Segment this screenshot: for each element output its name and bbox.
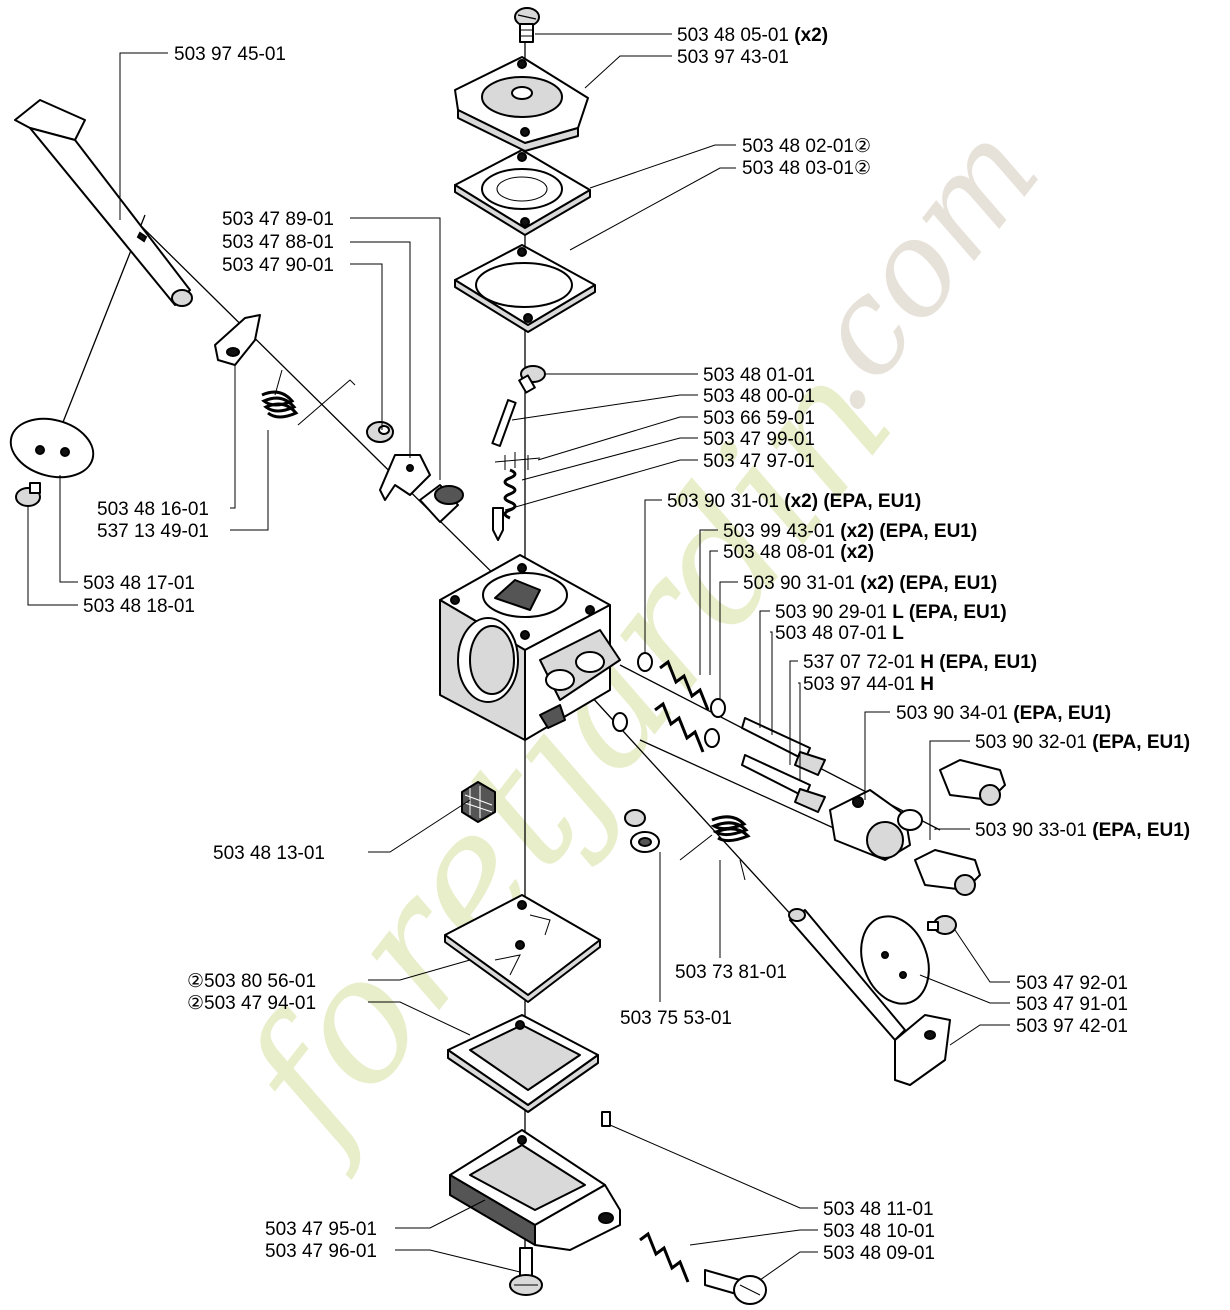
label-503-90-34-01: 503 90 34-01 (EPA, EU1) xyxy=(896,703,1111,724)
label-503-73-81-01: 503 73 81-01 xyxy=(675,962,787,983)
label-503-48-02-01: 503 48 02-01② xyxy=(742,136,871,157)
label-503-48-00-01: 503 48 00-01 xyxy=(703,386,815,407)
metering-cover xyxy=(449,1129,621,1251)
label-503-66-59-01: 503 66 59-01 xyxy=(703,408,815,429)
pump-gasket xyxy=(454,244,596,333)
label-503-97-45-01: 503 97 45-01 xyxy=(174,44,286,65)
needle-springs xyxy=(654,659,710,753)
throttle-shaft xyxy=(14,99,193,307)
label-537-13-49-01: 537 13 49-01 xyxy=(97,521,209,542)
label-503-75-53-01: 503 75 53-01 xyxy=(620,1008,732,1029)
label-503-90-31-01-b: 503 90 31-01 (x2) (EPA, EU1) xyxy=(743,573,997,594)
label-503-48-11-01: 503 48 11-01 xyxy=(823,1199,934,1220)
fuel-screen xyxy=(461,781,496,823)
label-503-48-17-01: 503 48 17-01 xyxy=(83,573,195,594)
choke-lever xyxy=(379,454,431,501)
label-503-47-96-01: 503 47 96-01 xyxy=(265,1241,377,1262)
pump-diaphragm xyxy=(454,149,591,236)
label-503-48-13-01: 503 48 13-01 xyxy=(213,843,325,864)
label-503-90-31-01-a: 503 90 31-01 (x2) (EPA, EU1) xyxy=(667,491,921,512)
label-503-48-01-01: 503 48 01-01 xyxy=(703,365,815,386)
label-503-80-56-01: ②503 80 56-01 xyxy=(187,971,316,992)
label-503-97-44-01: 503 97 44-01 H xyxy=(803,674,934,695)
part-labels: 503 48 05-01 (x2) 503 97 43-01 503 48 02… xyxy=(83,25,1190,1264)
label-503-48-05-01: 503 48 05-01 (x2) xyxy=(677,25,828,46)
metering-gasket xyxy=(444,894,601,1003)
choke-shaft xyxy=(788,908,951,1086)
label-503-47-88-01: 503 47 88-01 xyxy=(222,232,334,253)
adjusting-needles xyxy=(741,717,826,813)
parts xyxy=(9,7,1006,1305)
inlet-needle-group xyxy=(491,365,546,541)
choke-plate-screw xyxy=(927,915,957,935)
label-503-90-32-01: 503 90 32-01 (EPA, EU1) xyxy=(975,732,1190,753)
limiter-cap-body xyxy=(829,789,923,861)
choke-bushing xyxy=(419,484,464,523)
label-503-47-92-01: 503 47 92-01 xyxy=(1016,973,1128,994)
label-537-07-72-01: 537 07 72-01 H (EPA, EU1) xyxy=(803,652,1037,673)
leader-lines xyxy=(27,33,1010,1281)
throttle-plate-screw xyxy=(15,482,41,507)
cover-screw xyxy=(514,7,540,43)
label-503-47-97-01: 503 47 97-01 xyxy=(703,451,815,472)
label-503-47-91-01: 503 47 91-01 xyxy=(1016,994,1128,1015)
label-503-48-08-01: 503 48 08-01 (x2) xyxy=(723,542,874,563)
carburetor-body xyxy=(439,554,621,741)
metering-diaphragm xyxy=(447,1014,599,1113)
limiter-caps xyxy=(914,759,1006,896)
vent-plug xyxy=(601,1111,611,1127)
choke-plate xyxy=(860,915,930,1005)
label-503-48-10-01: 503 48 10-01 xyxy=(823,1221,935,1242)
choke-detent xyxy=(366,421,394,443)
label-503-47-95-01: 503 47 95-01 xyxy=(265,1219,377,1240)
label-503-97-42-01: 503 97 42-01 xyxy=(1016,1016,1128,1037)
label-503-47-99-01: 503 47 99-01 xyxy=(703,429,815,450)
label-503-47-90-01: 503 47 90-01 xyxy=(222,255,334,276)
pump-cover xyxy=(454,56,589,152)
label-503-48-18-01: 503 48 18-01 xyxy=(83,596,195,617)
label-503-48-07-01: 503 48 07-01 L xyxy=(775,623,904,644)
label-503-97-43-01: 503 97 43-01 xyxy=(677,47,789,68)
label-503-47-94-01: ②503 47 94-01 xyxy=(187,993,316,1014)
throttle-plate xyxy=(9,417,95,479)
label-503-48-09-01: 503 48 09-01 xyxy=(823,1243,935,1264)
label-503-90-29-01: 503 90 29-01 L (EPA, EU1) xyxy=(775,602,1007,623)
adjust-spring xyxy=(639,1231,690,1283)
label-503-48-03-01: 503 48 03-01② xyxy=(742,158,871,179)
throttle-spring xyxy=(261,369,356,426)
label-503-47-89-01: 503 47 89-01 xyxy=(222,209,334,230)
label-503-99-43-01: 503 99 43-01 (x2) (EPA, EU1) xyxy=(723,521,977,542)
adjust-screw xyxy=(704,1269,767,1305)
throttle-lever xyxy=(214,314,261,366)
idle-spring xyxy=(679,815,751,881)
label-503-90-33-01: 503 90 33-01 (EPA, EU1) xyxy=(975,820,1190,841)
cover-bolt xyxy=(509,1247,543,1296)
label-503-48-16-01: 503 48 16-01 xyxy=(97,499,209,520)
idle-screw xyxy=(624,809,660,853)
